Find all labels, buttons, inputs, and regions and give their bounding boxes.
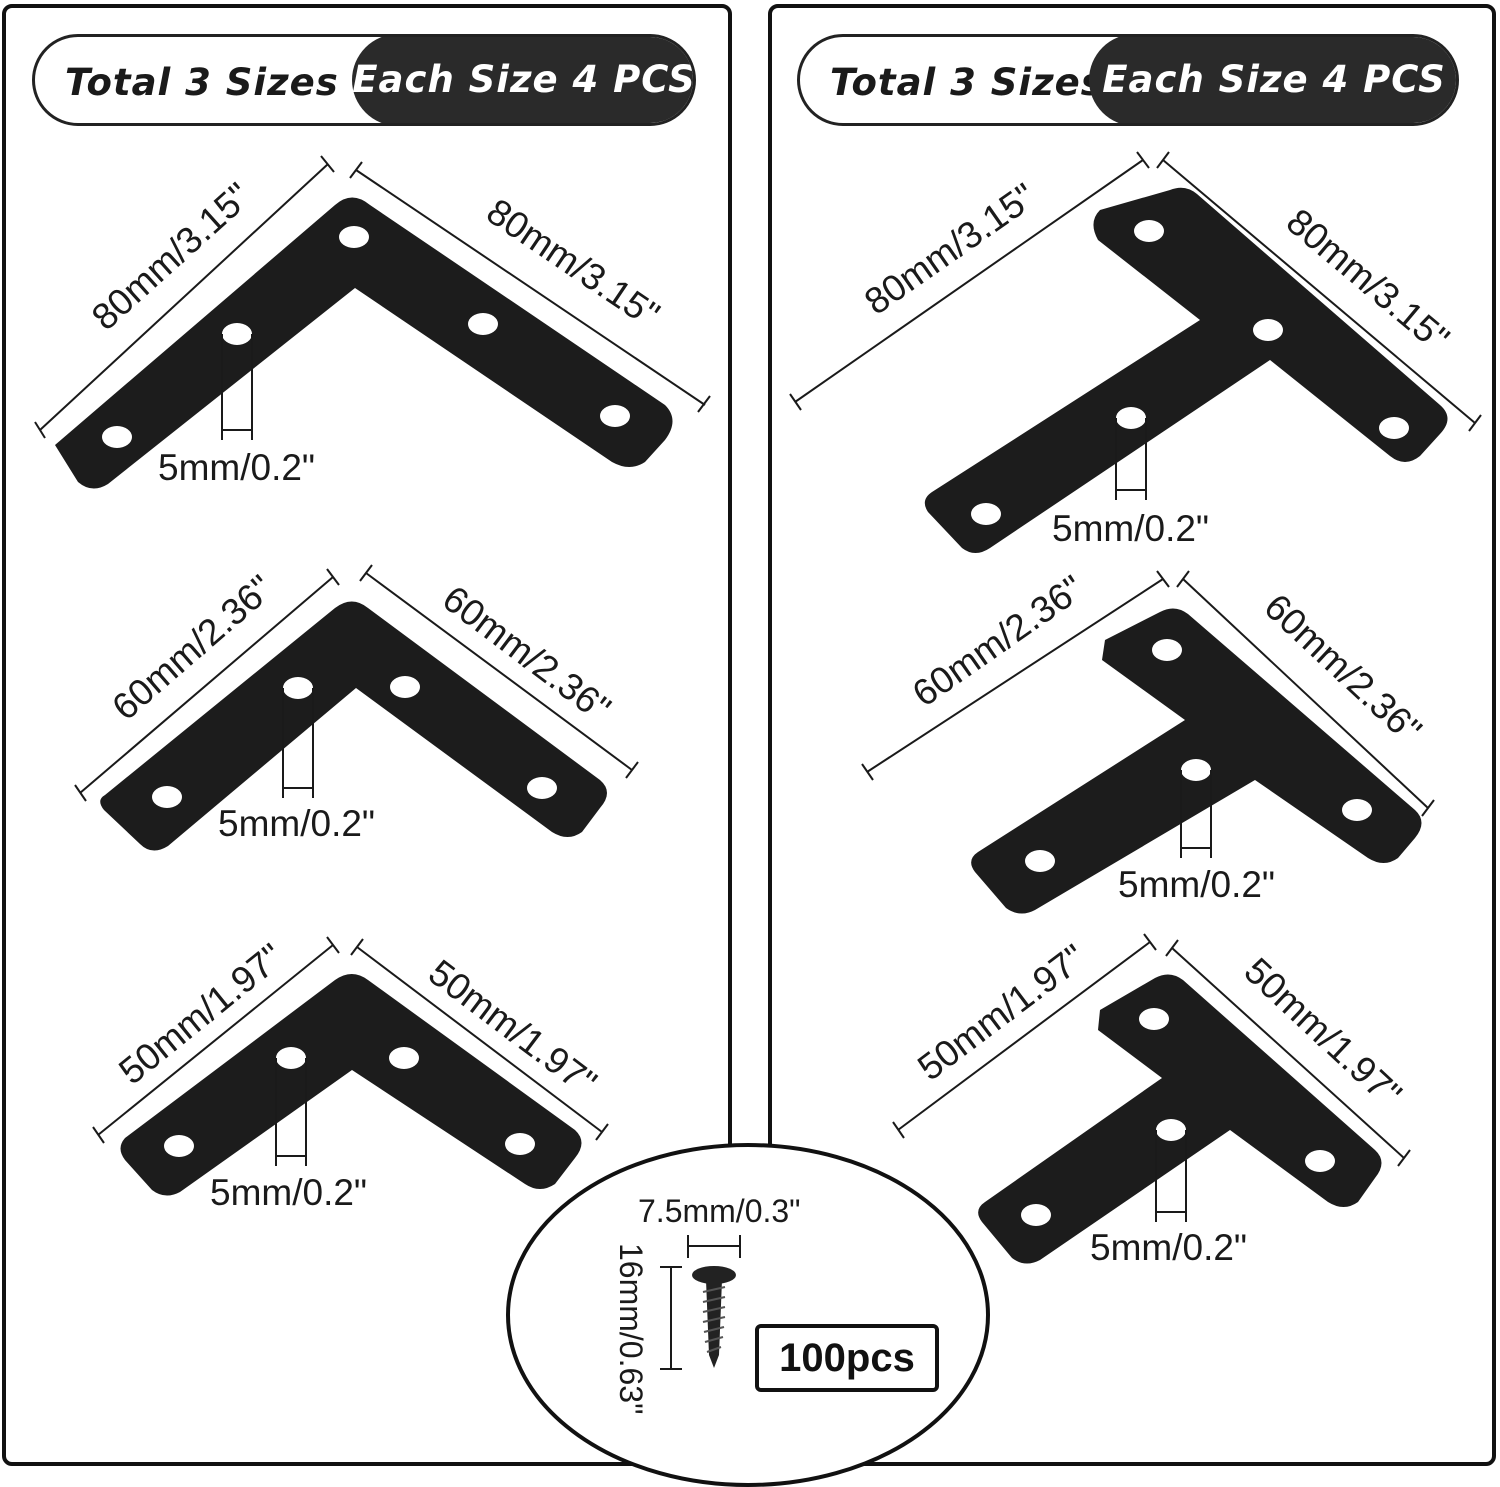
hole-dim-lines [221, 334, 1212, 1222]
hole-label: 5mm/0.2" [158, 447, 315, 488]
t-bracket-small [978, 974, 1382, 1264]
bracket-holes [102, 220, 1409, 1226]
dim-label: 50mm/1.97" [910, 936, 1093, 1088]
each-size-label: Each Size 4 PCS [352, 37, 693, 123]
l-bracket-small [120, 974, 582, 1196]
screw-quantity-badge: 100pcs [755, 1324, 939, 1392]
dim-line [355, 169, 706, 406]
dim-line [39, 163, 329, 431]
hole-label: 5mm/0.2" [210, 1172, 367, 1213]
total-sizes-label: Total 3 Sizes [830, 61, 1104, 104]
l-bracket-large [55, 197, 673, 489]
hole-label: 5mm/0.2" [1118, 864, 1275, 905]
screw-icon [692, 1266, 736, 1368]
left-size-badge: Total 3 Sizes Each Size 4 PCS [32, 34, 696, 126]
hole-label: 5mm/0.2" [218, 803, 375, 844]
hole-label: 5mm/0.2" [1052, 508, 1209, 549]
l-bracket-medium [100, 601, 607, 851]
right-size-badge: Total 3 Sizes Each Size 4 PCS [797, 34, 1459, 126]
each-size-label: Each Size 4 PCS [1089, 37, 1456, 123]
dim-label: 60mm/2.36" [905, 567, 1091, 714]
total-sizes-label: Total 3 Sizes [65, 61, 339, 104]
screw-length-label: 16mm/0.63" [613, 1243, 649, 1414]
t-bracket-large [924, 187, 1448, 553]
screw-callout [506, 1143, 990, 1487]
screw-dim-lines [660, 1235, 741, 1370]
screw-head-label: 7.5mm/0.3" [638, 1193, 801, 1229]
hole-label: 5mm/0.2" [1090, 1227, 1247, 1268]
